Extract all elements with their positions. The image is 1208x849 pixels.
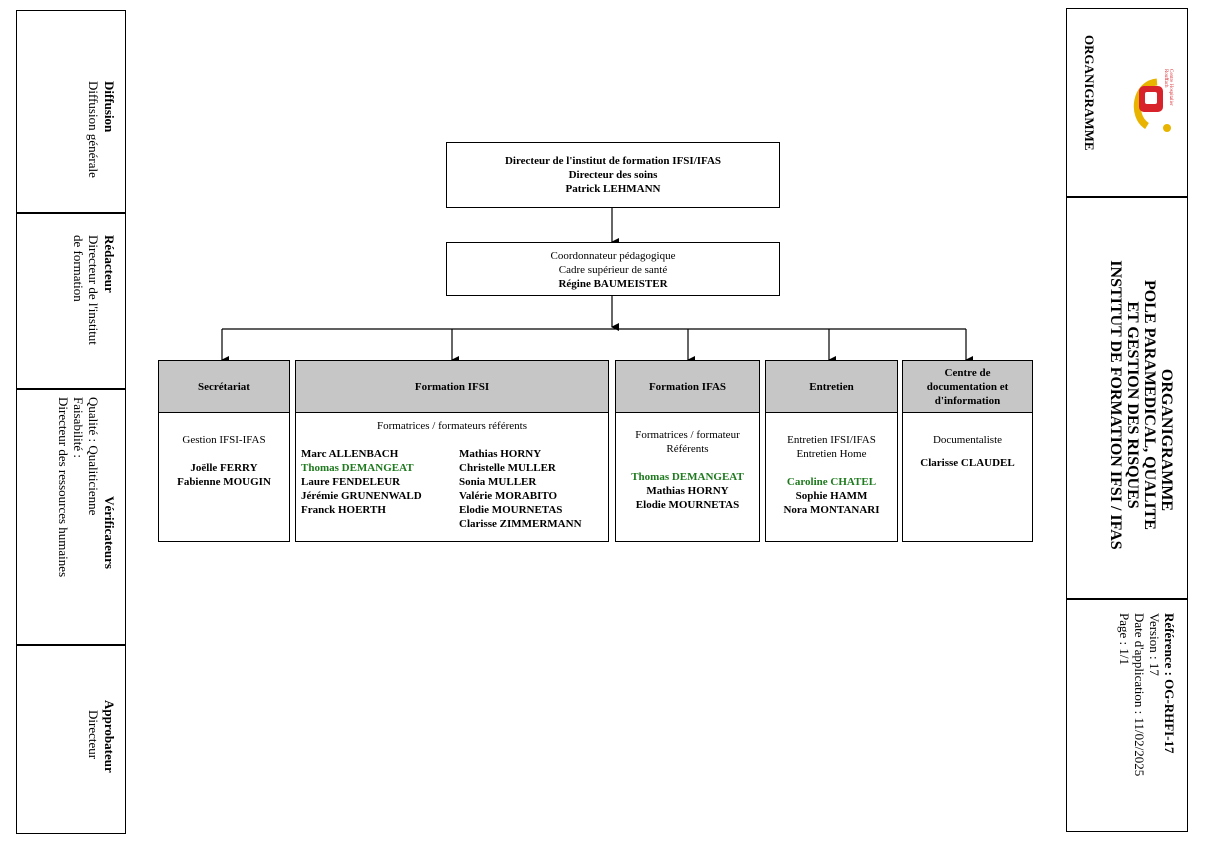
redacteur-panel: Rédacteur Directeur de l'institut de for… <box>16 212 126 390</box>
ifas-member: Thomas DEMANGEAT <box>631 471 744 483</box>
formation-ifsi-col1: Marc ALLENBACH Thomas DEMANGEAT Laure FE… <box>301 447 422 517</box>
ifsi-member: Franck HOERTH <box>301 504 386 516</box>
ifsi-member: Sonia MULLER <box>459 476 537 488</box>
entretien-box: Entretien Entretien IFSI/IFAS Entretien … <box>765 360 898 542</box>
ifsi-member: Marc ALLENBACH <box>301 448 399 460</box>
documentation-title-line3: d'information <box>934 394 1001 407</box>
entretien-header: Entretien <box>766 361 897 413</box>
title-panel: ORGANIGRAMME POLE PARAMEDICAL, QUALITE E… <box>1066 196 1188 600</box>
ifsi-member: Laure FENDELEUR <box>301 476 401 488</box>
entretien-member: Caroline CHATEL <box>786 476 877 488</box>
verificateurs-panel: Vérificateurs Qualité : Qualiticienne Fa… <box>16 388 126 646</box>
director-line2: Directeur des soins <box>568 169 658 181</box>
ifas-member: Mathias HORNY <box>646 485 729 497</box>
director-line1: Directeur de l'institut de formation IFS… <box>504 155 722 167</box>
ifsi-member: Clarisse ZIMMERMANN <box>459 518 582 530</box>
documentation-title-line2: documentation et <box>926 380 1009 393</box>
hospital-logo-icon <box>1133 78 1171 132</box>
documentation-title-line1: Centre de <box>944 366 991 379</box>
ifsi-member: Jérémie GRUNENWALD <box>301 490 422 502</box>
director-name: Patrick LEHMANN <box>565 183 661 195</box>
formation-ifsi-box: Formation IFSI Formatrices / formateurs … <box>295 360 609 542</box>
reference-panel: Référence : OG-RHFI-17 Version : 17 Date… <box>1066 598 1188 832</box>
coordinator-line1: Coordonnateur pédagogique <box>550 250 676 262</box>
secretariat-header: Secrétariat <box>159 361 289 413</box>
formation-ifas-title: Formation IFAS <box>648 380 727 393</box>
secretariat-role: Gestion IFSI-IFAS <box>182 434 266 446</box>
formation-ifas-box: Formation IFAS Formatrices / formateur R… <box>615 360 760 542</box>
documentation-member: Clarisse CLAUDEL <box>920 457 1015 469</box>
formation-ifsi-header: Formation IFSI <box>296 361 608 413</box>
secretariat-title: Secrétariat <box>198 380 250 393</box>
diffusion-panel: Diffusion Diffusion générale <box>16 10 126 214</box>
ifsi-member: Mathias HORNY <box>459 448 542 460</box>
approbateur-panel: Approbateur Directeur <box>16 644 126 834</box>
formation-ifsi-role: Formatrices / formateurs référents <box>377 420 527 432</box>
documentation-role: Documentaliste <box>932 434 1003 446</box>
entretien-member: Nora MONTANARI <box>783 504 880 516</box>
entretien-role2: Entretien Home <box>796 448 867 460</box>
coordinator-line2: Cadre supérieur de santé <box>558 264 668 276</box>
ifsi-member: Thomas DEMANGEAT <box>301 462 414 474</box>
ifsi-member: Valérie MORABITO <box>459 490 558 502</box>
formation-ifsi-col2: Mathias HORNY Christelle MULLER Sonia MU… <box>459 447 582 531</box>
logo-panel: Centre Hospitalier Rouffach ORGANIGRAMME <box>1066 8 1188 198</box>
secretariat-name-2: Fabienne MOUGIN <box>177 476 271 488</box>
secretariat-name-1: Joëlle FERRY <box>190 462 258 474</box>
ifsi-member: Elodie MOURNETAS <box>459 504 563 516</box>
director-box: Directeur de l'institut de formation IFS… <box>446 142 780 208</box>
entretien-role1: Entretien IFSI/IFAS <box>787 434 876 446</box>
entretien-title: Entretien <box>809 380 854 393</box>
coordinator-box: Coordonnateur pédagogique Cadre supérieu… <box>446 242 780 296</box>
documentation-header: Centre de documentation et d'information <box>903 361 1032 413</box>
formation-ifas-header: Formation IFAS <box>616 361 759 413</box>
formation-ifas-role2: Référents <box>666 443 709 455</box>
formation-ifsi-title: Formation IFSI <box>414 380 490 393</box>
secretariat-box: Secrétariat Gestion IFSI-IFAS Joëlle FER… <box>158 360 290 542</box>
formation-ifas-role1: Formatrices / formateur <box>635 429 740 441</box>
coordinator-name: Régine BAUMEISTER <box>558 278 668 290</box>
ifsi-member: Christelle MULLER <box>459 462 556 474</box>
documentation-box: Centre de documentation et d'information… <box>902 360 1033 542</box>
ifas-member: Elodie MOURNETAS <box>635 499 740 511</box>
entretien-member: Sophie HAMM <box>795 490 868 502</box>
